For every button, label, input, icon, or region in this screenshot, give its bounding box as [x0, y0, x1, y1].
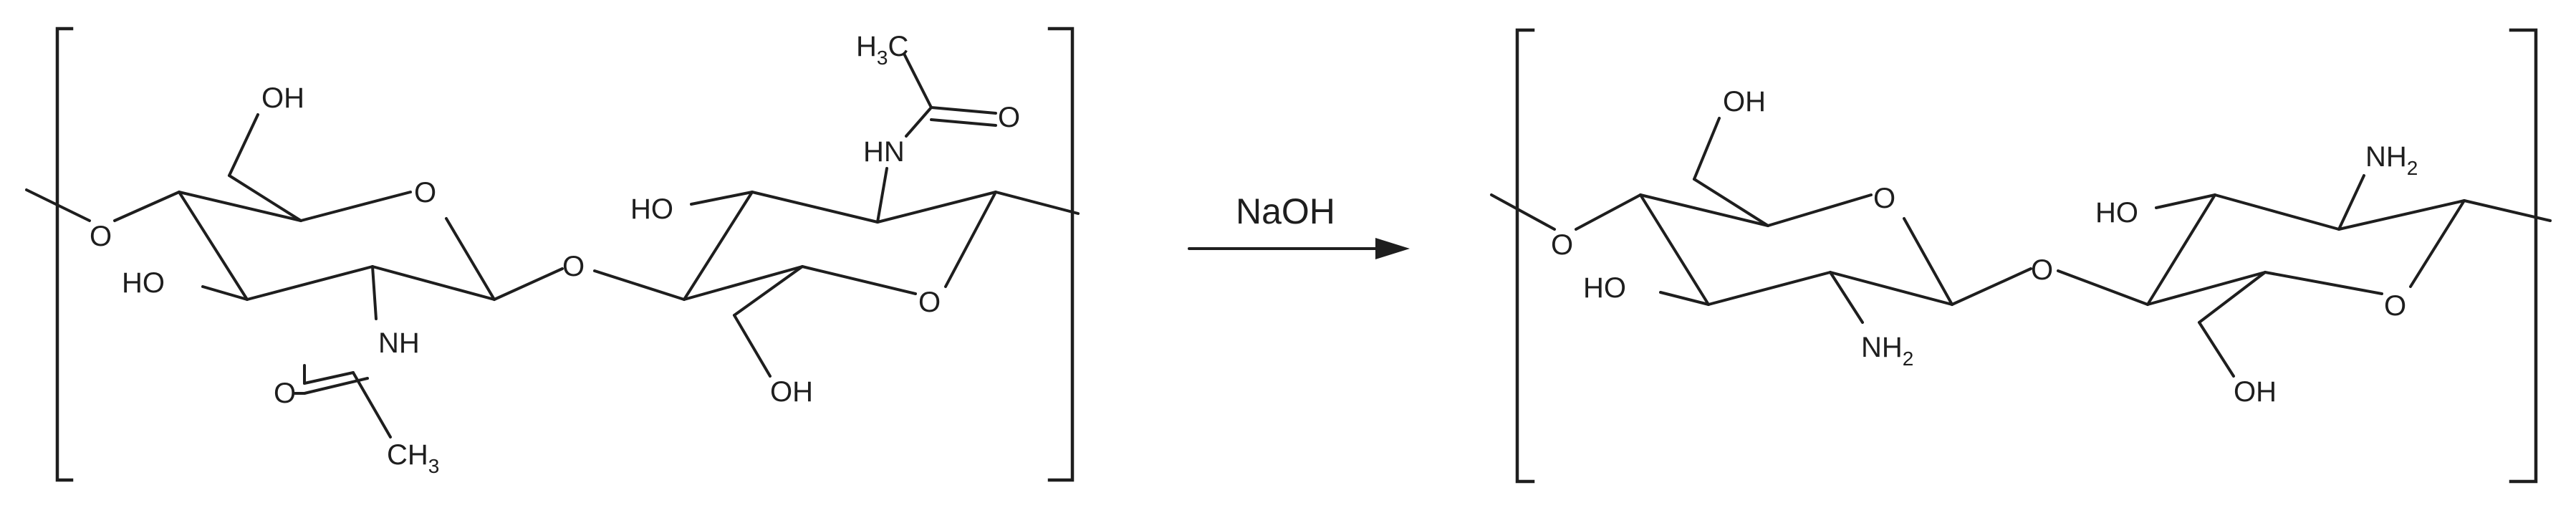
- right-bracket-chitosan: [2509, 28, 2538, 484]
- amine-group-d: NH2: [2365, 141, 2418, 179]
- hydroxyl-6-d: OH: [2234, 376, 2277, 408]
- glycosidic-oxygen-chitosan: O: [2031, 254, 2053, 286]
- ring-oxygen-d: O: [2384, 290, 2406, 322]
- svg-text:CH3: CH3: [387, 439, 439, 477]
- hydroxyl-6-a: OH: [261, 82, 304, 114]
- chitin-repeat-unit: O O OH HO NH O CH3 O HO O OH HN O H3C: [25, 27, 1080, 482]
- ring-oxygen-c: O: [1873, 183, 1895, 214]
- bridge-oxygen-left: O: [90, 221, 112, 252]
- amine-group-c: NH2: [1861, 332, 1913, 370]
- amide-nh-a: NH: [378, 327, 420, 359]
- bridge-oxygen-right: O: [1551, 229, 1573, 261]
- methyl-group-b: H3C: [856, 31, 908, 69]
- hydroxyl-3-d: HO: [2095, 197, 2138, 229]
- hydroxyl-3-b: HO: [630, 193, 673, 225]
- svg-text:NH2: NH2: [2365, 141, 2418, 179]
- svg-text:NH2: NH2: [1861, 332, 1913, 370]
- ring-oxygen-a: O: [414, 177, 436, 208]
- left-bracket-chitin: [55, 27, 74, 482]
- ring-oxygen-b: O: [918, 287, 941, 318]
- hydroxyl-3-a: HO: [122, 267, 165, 299]
- amide-hn-b: HN: [863, 136, 905, 168]
- carbonyl-oxygen-a: O: [274, 378, 296, 409]
- chitosan-bonds: [1490, 117, 2552, 378]
- reaction-arrow-group: NaOH: [1188, 191, 1410, 259]
- hydroxyl-3-c: HO: [1583, 272, 1626, 304]
- glycosidic-oxygen-chitin: O: [562, 251, 585, 282]
- hydroxyl-6-c: OH: [1723, 86, 1766, 118]
- chitosan-repeat-unit: O O OH HO NH2 O HO O OH NH2: [1490, 28, 2552, 484]
- right-bracket-chitin: [1047, 27, 1075, 482]
- carbonyl-oxygen-b: O: [998, 102, 1020, 133]
- reagent-label: NaOH: [1236, 191, 1335, 231]
- chitin-bonds: [25, 52, 1080, 438]
- left-bracket-chitosan: [1515, 28, 1535, 484]
- hydroxyl-6-b: OH: [770, 376, 813, 408]
- svg-text:H3C: H3C: [856, 31, 908, 69]
- methyl-group-a: CH3: [387, 439, 439, 477]
- reaction-arrow-head: [1375, 238, 1410, 259]
